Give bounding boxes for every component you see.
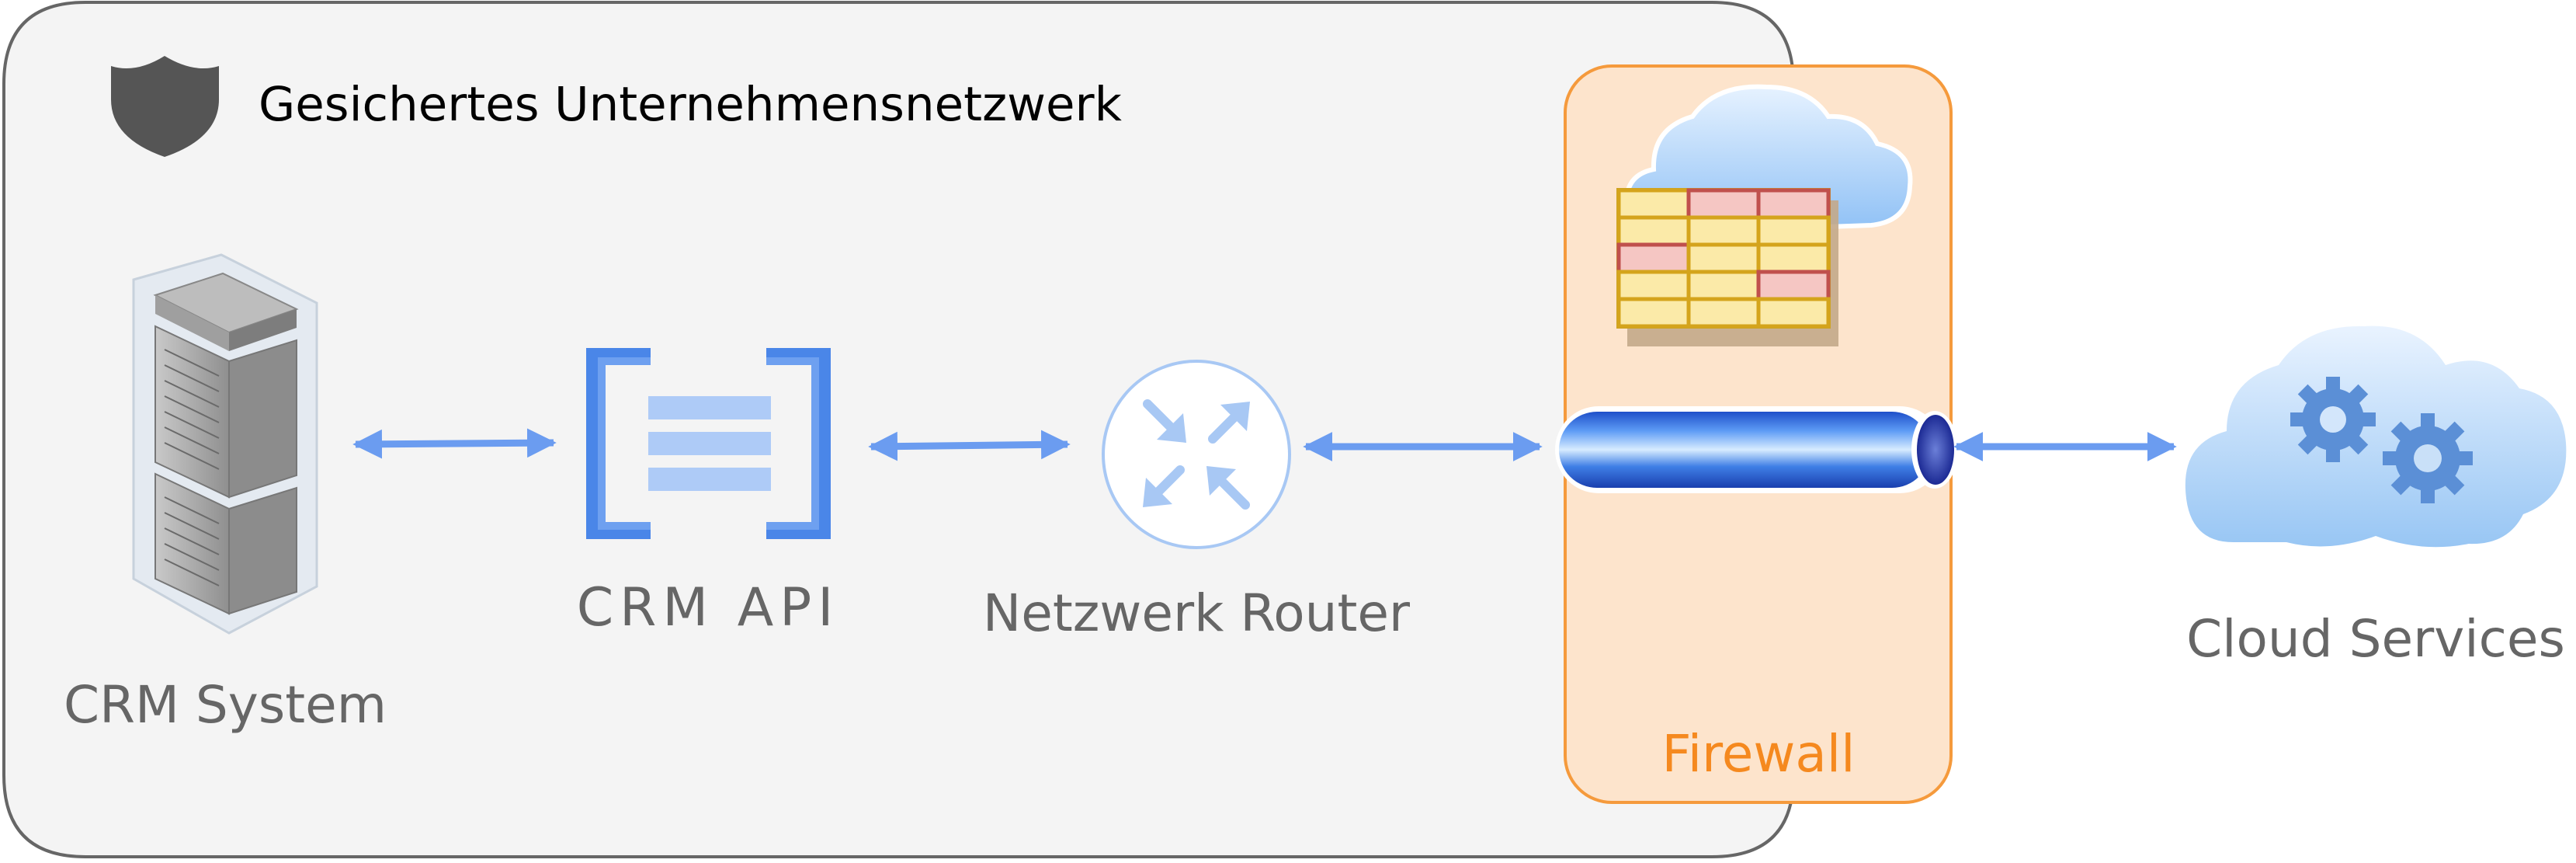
secured-network-zone: Gesichertes Unternehmensnetzwerk — [2, 1, 1795, 858]
firewall-label: Firewall — [1662, 724, 1856, 784]
router-label: Netzwerk Router — [983, 583, 1411, 643]
firewall-node[interactable]: Firewall — [1555, 64, 1958, 804]
crm-system-label: CRM System — [64, 675, 387, 735]
server-rack-icon — [132, 253, 318, 635]
api-brackets-icon — [586, 348, 831, 539]
zone-title: Gesichertes Unternehmensnetzwerk — [259, 77, 1123, 132]
cloud-services-label: Cloud Services — [2186, 609, 2565, 669]
connector-crm-system-to-api — [352, 428, 557, 459]
cloud-services-node[interactable]: Cloud Services — [2185, 325, 2567, 669]
connector-api-to-router — [868, 430, 1071, 461]
crm-api-label: CRM API — [577, 577, 840, 639]
shield-icon — [111, 56, 219, 157]
pipe-icon — [1555, 406, 1958, 493]
crm-system-node[interactable]: CRM System — [64, 253, 387, 735]
firewall-table-cloud-icon — [1616, 84, 1913, 346]
cloud-gears-icon — [2185, 325, 2567, 548]
router-icon — [1102, 360, 1291, 549]
router-node[interactable]: Netzwerk Router — [983, 360, 1411, 643]
connectors — [352, 428, 2177, 461]
zone-boundary — [2, 1, 1795, 858]
crm-api-node[interactable]: CRM API — [577, 348, 840, 639]
